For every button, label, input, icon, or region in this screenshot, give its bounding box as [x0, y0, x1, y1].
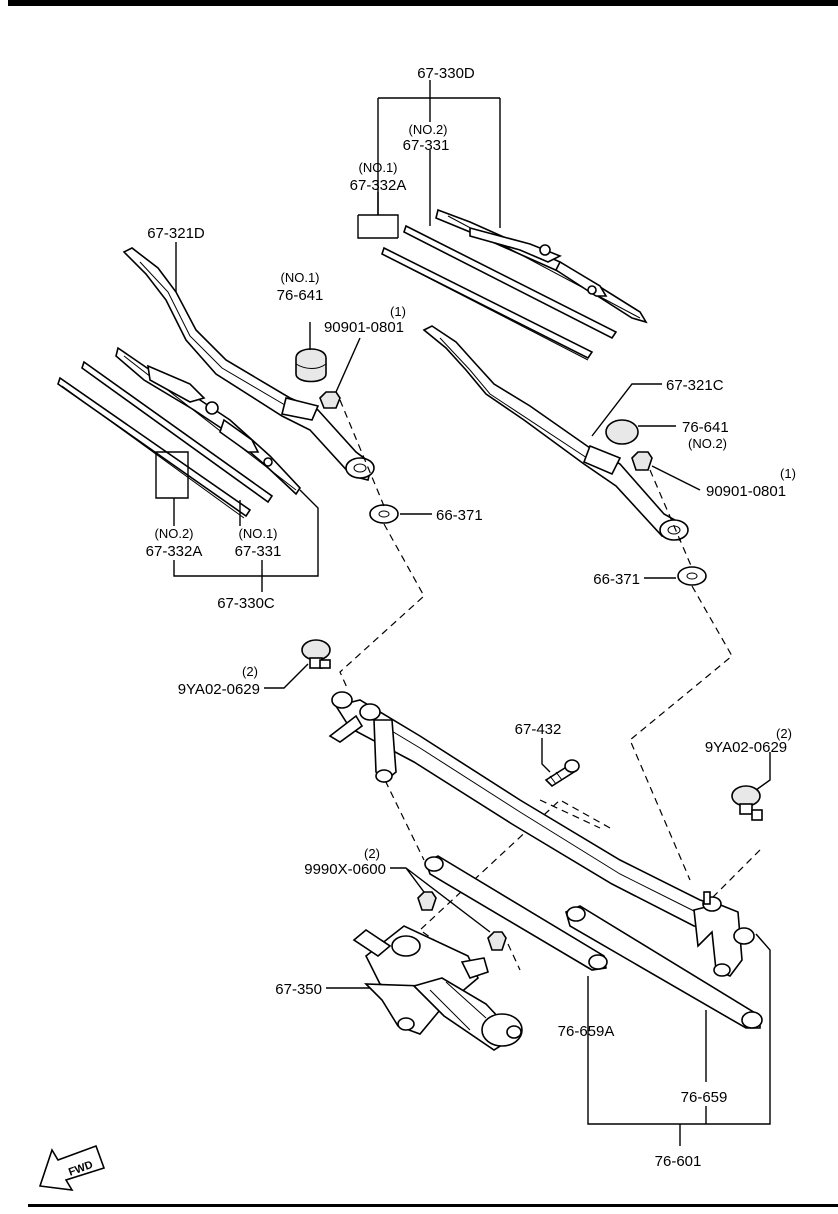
label-lh-bolt-qty: (2) [242, 664, 258, 679]
rh-washer [677, 566, 707, 586]
label-lh-76-641: 76-641 [277, 287, 324, 304]
label-lh-cap-no1: (NO.1) [281, 270, 320, 285]
lh-nut [319, 391, 341, 409]
label-lh-66-371: 66-371 [436, 507, 483, 524]
label-lh-67-332A: 67-332A [146, 543, 203, 560]
lh-bolt-leader [264, 663, 309, 689]
rh-blade-leaders [357, 80, 501, 239]
bottom-border [28, 1204, 838, 1207]
label-rh-cap-no2: (NO.2) [688, 436, 727, 451]
lh-bolt [301, 639, 331, 669]
label-lh-67-331: 67-331 [235, 543, 282, 560]
label-rh-67-332A: 67-332A [350, 177, 407, 194]
wiper-motor [352, 925, 523, 1051]
linkage-leaders [587, 933, 771, 1146]
label-67-330C: 67-330C [217, 595, 275, 612]
screw [544, 759, 580, 788]
rh-arm-leader [591, 383, 662, 437]
label-67-432: 67-432 [515, 721, 562, 738]
top-border [8, 0, 838, 6]
label-67-350: 67-350 [275, 981, 322, 998]
label-76-659: 76-659 [681, 1089, 728, 1106]
motor-nut-2 [487, 931, 507, 951]
label-motor-nut-qty: (2) [364, 846, 380, 861]
lh-refill-no2 [57, 376, 252, 519]
link-76-659 [565, 905, 763, 1029]
lh-washer [369, 504, 399, 524]
rh-bolt-leader [755, 752, 771, 791]
label-lh-no1: (NO.1) [239, 526, 278, 541]
label-lh-no2: (NO.2) [155, 526, 194, 541]
wiper-linkage-frame [328, 691, 755, 977]
rh-refill-no2 [403, 224, 618, 340]
label-rh-no2: (NO.2) [409, 122, 448, 137]
label-rh-90901-0801: 90901-0801 [706, 483, 786, 500]
label-lh-9YA02-0629: 9YA02-0629 [178, 681, 260, 698]
motor-nut-leader [390, 867, 491, 933]
label-lh-90901-0801: 90901-0801 [324, 319, 404, 336]
label-rh-66-371: 66-371 [593, 571, 640, 588]
label-rh-bolt-qty: (2) [776, 726, 792, 741]
rh-bolt [731, 785, 763, 821]
label-rh-9YA02-0629: 9YA02-0629 [705, 739, 787, 756]
link-76-659a [424, 855, 608, 971]
rh-wiper-arm [422, 325, 689, 541]
lh-wiper-blade [115, 346, 302, 496]
label-lh-nut-qty: (1) [390, 304, 406, 319]
rh-refill-no1 [381, 246, 594, 361]
lh-blade-leaders [155, 451, 319, 592]
rh-nut-leader [651, 465, 701, 491]
lh-nut-leader [335, 337, 361, 393]
label-67-321D: 67-321D [147, 225, 205, 242]
assembly-dashed-lines [339, 399, 761, 971]
label-rh-76-641: 76-641 [682, 419, 729, 436]
screw-leader [541, 738, 551, 773]
motor-nut-1 [417, 891, 437, 911]
label-9990X-0600: 9990X-0600 [304, 861, 386, 878]
label-67-321C: 67-321C [666, 377, 724, 394]
rh-wiper-blade [435, 208, 648, 324]
rh-cap [605, 419, 639, 445]
lh-refill-no1 [81, 360, 274, 504]
label-76-659A: 76-659A [558, 1023, 615, 1040]
fwd-arrow [38, 1144, 106, 1191]
label-rh-nut-qty: (1) [780, 466, 796, 481]
label-76-601: 76-601 [655, 1153, 702, 1170]
label-rh-67-331: 67-331 [403, 137, 450, 154]
lh-cap [295, 348, 327, 383]
label-rh-no1: (NO.1) [359, 160, 398, 175]
rh-nut [631, 451, 653, 471]
label-67-330D: 67-330D [417, 65, 475, 82]
